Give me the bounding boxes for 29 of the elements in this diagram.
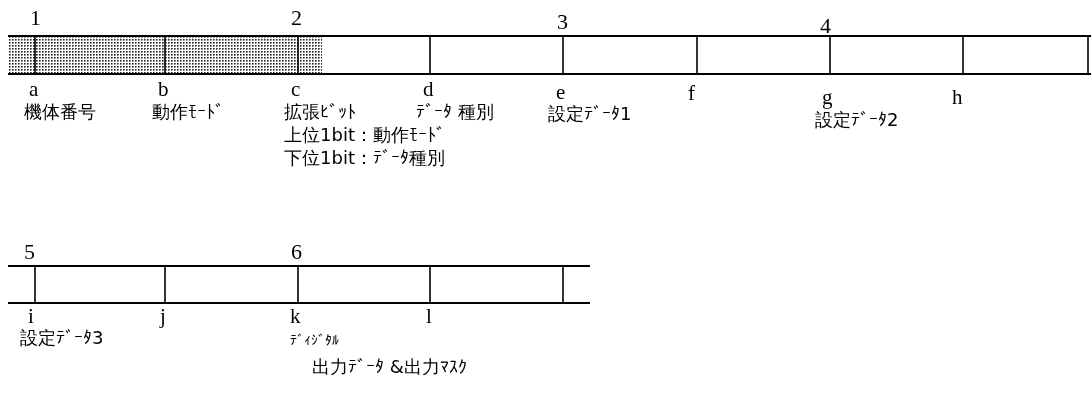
field-letter: g: [822, 86, 833, 110]
byte-number: 2: [291, 6, 302, 31]
field-letter: c: [291, 78, 301, 102]
field-letter: h: [952, 86, 963, 110]
field-name: ﾃﾞｰﾀ 種別: [416, 102, 494, 122]
field-name: 設定ﾃﾞｰﾀ3: [20, 328, 104, 348]
field-letter: l: [426, 305, 432, 329]
field-letter: f: [688, 82, 695, 106]
field-letter: d: [423, 78, 434, 102]
byte-number: 4: [820, 14, 831, 39]
field-name: 設定ﾃﾞｰﾀ2: [815, 110, 899, 130]
field-letter: j: [160, 305, 166, 329]
field-letter: k: [290, 305, 301, 329]
byte-number: 1: [30, 6, 41, 31]
field-letter: e: [556, 81, 566, 105]
field-name: 拡張ﾋﾞｯﾄ: [284, 102, 356, 122]
note-text: 上位1bit：動作ﾓｰﾄﾞ: [284, 125, 445, 145]
field-name: 動作ﾓｰﾄﾞ: [152, 102, 224, 122]
field-name: ﾃﾞｨｼﾞﾀﾙ: [290, 333, 339, 349]
field-name: 出力ﾃﾞｰﾀ &出力ﾏｽｸ: [312, 357, 467, 377]
byte-number: 5: [24, 240, 35, 265]
field-letter: a: [29, 78, 39, 102]
note-text: 下位1bit：ﾃﾞｰﾀ種別: [284, 148, 445, 168]
field-letter: i: [28, 305, 34, 329]
byte-number: 3: [557, 10, 568, 35]
field-name: 設定ﾃﾞｰﾀ1: [548, 104, 632, 124]
byte-number: 6: [291, 240, 302, 265]
field-letter: b: [158, 78, 169, 102]
field-name: 機体番号: [24, 102, 96, 122]
